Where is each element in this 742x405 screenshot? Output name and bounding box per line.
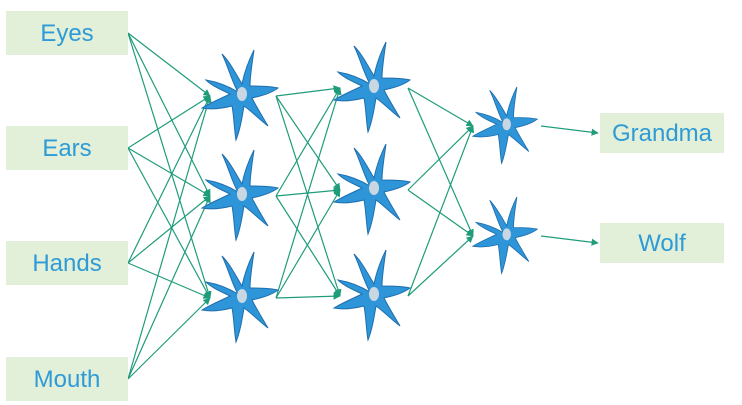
edge-layer1-to-layer2 bbox=[275, 95, 342, 297]
output-node-1: Wolf bbox=[600, 223, 724, 263]
neuron-icon bbox=[201, 251, 279, 343]
neuron-icon bbox=[333, 41, 411, 133]
edge-layer1-to-layer2 bbox=[275, 87, 341, 197]
edge-input-to-layer1 bbox=[127, 195, 211, 264]
edge-input-to-layer1 bbox=[127, 32, 212, 299]
edge-input-to-layer1 bbox=[127, 95, 212, 380]
neuron-icon bbox=[201, 49, 279, 141]
edge-input-to-layer1 bbox=[127, 297, 211, 380]
input-node-1: Ears bbox=[6, 126, 128, 170]
edge-input-to-layer1 bbox=[127, 95, 211, 149]
output-label: Wolf bbox=[638, 230, 686, 257]
edge-layer2-to-layer3 bbox=[407, 125, 475, 297]
edge-layer2-to-layer3 bbox=[407, 189, 474, 237]
output-box bbox=[600, 223, 724, 263]
edge-layer2-to-layer3 bbox=[407, 87, 474, 237]
edge-layer1-to-layer2 bbox=[275, 87, 342, 299]
edge-layer2-to-layer3 bbox=[407, 235, 474, 297]
edge-layer2-to-layer3 bbox=[407, 87, 474, 127]
edge-input-to-layer1 bbox=[127, 262, 211, 299]
output-box bbox=[600, 113, 724, 153]
edge-layer1-to-layer2 bbox=[275, 85, 341, 97]
edge-input-to-layer1 bbox=[127, 195, 211, 380]
neuron-icon bbox=[201, 149, 279, 241]
input-label: Eyes bbox=[40, 20, 93, 47]
edge-input-to-layer1 bbox=[127, 147, 211, 197]
neuron-icon bbox=[333, 249, 411, 341]
edge-layer1-to-layer2 bbox=[275, 189, 341, 299]
input-box bbox=[6, 241, 128, 285]
output-node-0: Grandma bbox=[600, 113, 724, 153]
input-label: Hands bbox=[32, 250, 101, 277]
edge-layer-to-output bbox=[540, 235, 599, 246]
neuron-icon bbox=[472, 86, 538, 164]
input-box bbox=[6, 357, 128, 401]
input-node-0: Eyes bbox=[6, 11, 128, 55]
edge-input-to-layer1 bbox=[127, 147, 211, 299]
input-node-2: Hands bbox=[6, 241, 128, 285]
edge-layer-to-output bbox=[540, 125, 599, 136]
input-node-3: Mouth bbox=[6, 357, 128, 401]
neuron-icon bbox=[333, 143, 411, 235]
input-label: Mouth bbox=[34, 366, 101, 393]
connections bbox=[127, 32, 599, 380]
edge-input-to-layer1 bbox=[127, 32, 211, 197]
edge-layer1-to-layer2 bbox=[275, 292, 341, 300]
output-label: Grandma bbox=[612, 120, 713, 147]
edge-layer2-to-layer3 bbox=[407, 125, 474, 191]
edge-input-to-layer1 bbox=[127, 32, 211, 97]
input-label: Ears bbox=[42, 135, 91, 162]
edge-layer1-to-layer2 bbox=[275, 195, 341, 297]
input-box bbox=[6, 126, 128, 170]
edge-input-to-layer1 bbox=[127, 95, 211, 264]
input-box bbox=[6, 11, 128, 55]
hidden-neurons bbox=[201, 41, 538, 343]
neuron-icon bbox=[472, 196, 538, 274]
